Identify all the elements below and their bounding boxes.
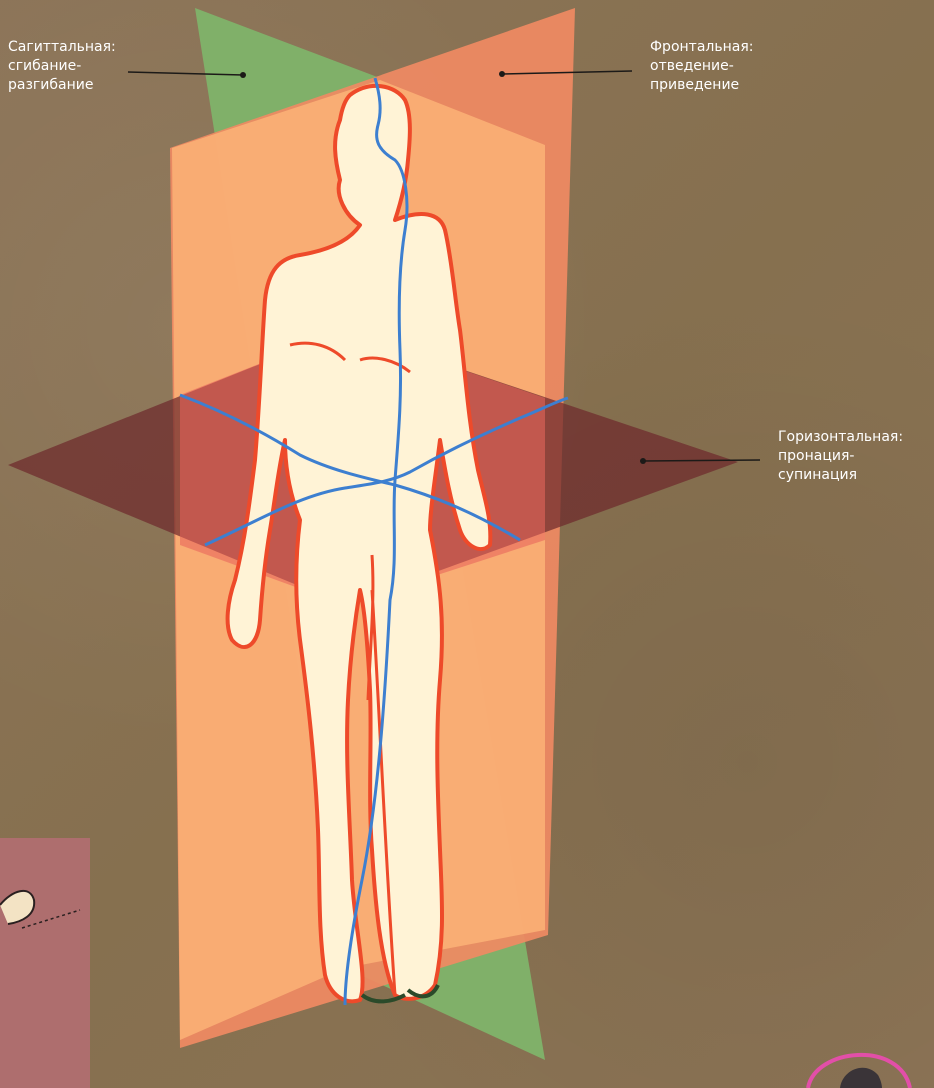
frontal-label-line-1: Фронтальная: — [650, 38, 753, 57]
horizontal-label-line-2: пронация- — [778, 447, 903, 466]
frontal-label-line-3: приведение — [650, 76, 753, 95]
horizontal-label-line-1: Горизонтальная: — [778, 428, 903, 447]
horizontal-label-line-3: супинация — [778, 466, 903, 485]
horizontal-leader-line — [643, 460, 760, 461]
sagittal-label-line-1: Сагиттальная: — [8, 38, 116, 57]
head-sketch — [840, 1068, 882, 1088]
adjacent-illustration-right — [808, 1055, 910, 1088]
frontal-label-line-2: отведение- — [650, 57, 753, 76]
adjacent-illustration-left — [0, 838, 90, 1088]
horizontal-plane-label: Горизонтальная: пронация- супинация — [778, 428, 903, 485]
sagittal-leader-dot — [240, 72, 246, 78]
sagittal-plane-label: Сагиттальная: сгибание- разгибание — [8, 38, 116, 95]
sagittal-label-line-3: разгибание — [8, 76, 116, 95]
pink-panel — [0, 838, 90, 1088]
sagittal-label-line-2: сгибание- — [8, 57, 116, 76]
horizontal-leader-dot — [640, 458, 646, 464]
frontal-plane-label: Фронтальная: отведение- приведение — [650, 38, 753, 95]
frontal-leader-dot — [499, 71, 505, 77]
